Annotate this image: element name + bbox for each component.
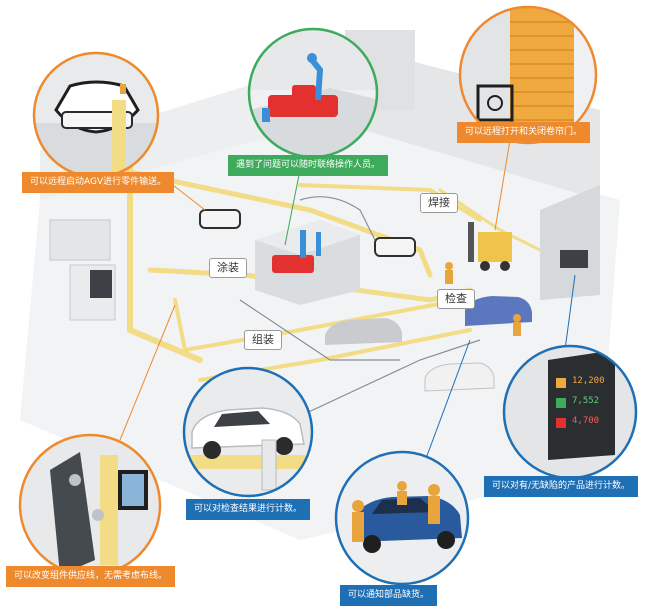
callout-inspection: 可以对检查结果进行计数。 [186, 499, 311, 520]
counter-value-3: 4,700 [572, 416, 600, 426]
callout-contact: 遇到了问题可以随时联络操作人员。 [228, 155, 389, 176]
robot-circle [247, 27, 379, 159]
shutter-wall [540, 185, 600, 300]
counter-circle [502, 344, 638, 480]
callout-agv: 可以远程启动AGV进行零件输送。 [22, 172, 175, 193]
callout-parts: 可以通知部品缺货。 [340, 585, 438, 606]
floor-agv [199, 209, 416, 257]
workers [445, 262, 521, 336]
zone-painting: 涂装 [209, 258, 247, 278]
callout-shutter: 可以远程打开和关闭卷帘门。 [457, 122, 591, 143]
agv-circle [32, 51, 160, 179]
counter-value-2: 7,552 [572, 396, 600, 406]
car-circle [182, 366, 314, 498]
parts-circle [334, 450, 470, 586]
zone-assembly: 组装 [244, 330, 282, 350]
painting-booth [255, 220, 360, 305]
supply-racks [49, 219, 116, 321]
counter-value-1: 12,200 [572, 376, 605, 386]
callout-defect: 可以对有/无缺陷的产品进行计数。 [484, 476, 639, 497]
track-lines [239, 196, 481, 431]
supply-circle [18, 433, 162, 577]
zone-inspection: 检查 [437, 289, 475, 309]
zone-welding: 焊接 [420, 193, 458, 213]
callout-supply: 可以改变组件供应线，无需考虑布线。 [6, 566, 176, 587]
leader-lines [119, 139, 576, 481]
forklift [468, 222, 512, 271]
